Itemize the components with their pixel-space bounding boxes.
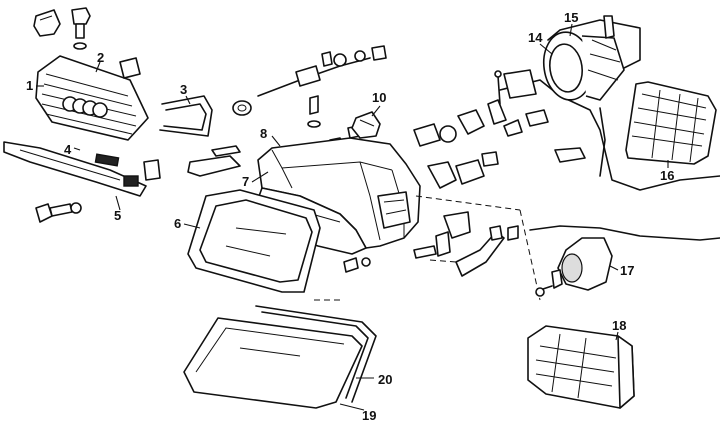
range-motor-17 [535,237,613,297]
housing-bracket-left [187,145,241,177]
grille-clip-2 [119,57,141,79]
label-20: 20 [378,372,392,387]
lower-trim-strip [3,141,147,197]
label-17: 17 [620,263,634,278]
trim-bracket [159,95,213,137]
adjusting-rod [257,45,387,97]
car-body-outline [499,19,720,301]
bulb-10 [351,111,381,139]
leader-lines [36,23,669,411]
fog-lamp-18 [527,325,635,409]
bolt-and-washer [35,202,82,223]
leader-dashes [310,195,521,301]
grille-clip [33,9,61,37]
mounting-screw [71,7,91,50]
label-15: 15 [564,10,578,25]
label-6: 6 [174,216,181,231]
label-1: 1 [26,78,33,93]
rubber-grommet [232,100,252,116]
label-4: 4 [64,142,72,157]
label-7: 7 [242,174,249,189]
label-8: 8 [260,126,267,141]
reflector-ring [542,15,625,101]
headlight-lens-19 [183,317,363,409]
callout-labels: 1 2 3 4 5 6 7 8 10 14 15 16 17 18 19 20 [26,10,674,423]
label-19: 19 [362,408,376,423]
label-16: 16 [660,168,674,183]
label-10: 10 [372,90,386,105]
turn-signal-lens-16 [625,81,717,165]
lens-gasket-20 [255,305,377,403]
label-18: 18 [612,318,626,333]
label-14: 14 [528,30,543,45]
radiator-grille [35,55,149,141]
label-3: 3 [180,82,187,97]
headlight-bezel [187,189,321,293]
housing-screws [343,245,437,273]
trim-clips [94,153,161,187]
rings-emblem [62,96,108,118]
bulb-holder-group [413,69,549,277]
label-5: 5 [114,208,121,223]
label-2: 2 [97,50,104,65]
